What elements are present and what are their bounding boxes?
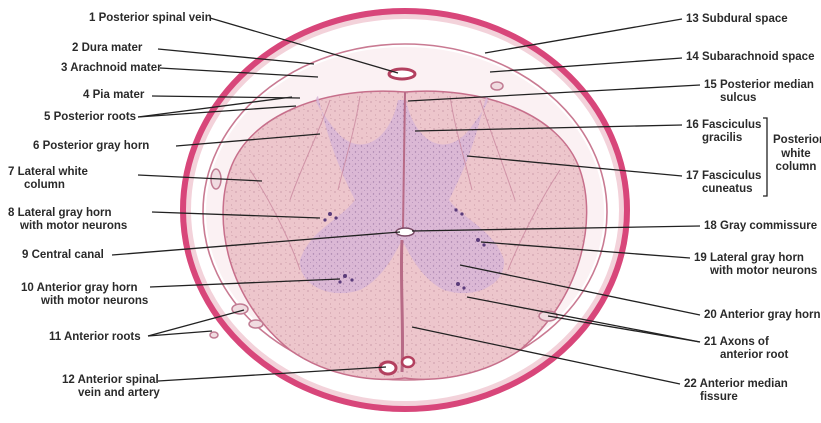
label-text: Anterior roots [64,331,141,343]
label-subarachnoid-space: 14 Subarachnoid space [686,51,814,64]
label-number: 15 [704,79,717,91]
label-text: Dura mater [82,42,143,54]
label-number: 17 [686,170,699,182]
label-text: Anterior gray horn [720,309,821,321]
label-posterior-roots: 5 Posterior roots [44,111,136,124]
label-text: Arachnoid mater [70,62,161,74]
label-number: 12 [62,374,75,386]
label-text: Lateral gray horn [710,252,804,264]
label-number: 8 [8,207,14,219]
label-number: 22 [684,378,697,390]
label-text-line2: sulcus [704,92,814,105]
label-number: 19 [694,252,707,264]
group-label-line2: white [773,148,819,162]
label-fasciculus-gracilis: 16 Fasciculus gracilis [686,119,761,145]
label-number: 11 [49,331,61,343]
label-anterior-gray-horn: 20 Anterior gray horn [704,309,821,322]
label-number: 16 [686,119,699,131]
label-central-canal: 9 Central canal [22,249,104,262]
label-text: Posterior median [720,79,814,91]
label-lateral-gray-horn-right: 19 Lateral gray horn with motor neurons [694,252,817,278]
posterior-spinal-vein [389,69,415,79]
label-anterior-spinal-vessels: 12 Anterior spinal vein and artery [62,374,160,400]
label-text: Posterior gray horn [43,140,150,152]
label-fasciculus-cuneatus: 17 Fasciculus cuneatus [686,170,761,196]
label-number: 4 [83,89,89,101]
label-text: Gray commissure [720,220,817,232]
label-number: 7 [8,166,14,178]
label-number: 14 [686,51,699,63]
label-anterior-median-fissure: 22 Anterior median fissure [684,378,788,404]
label-posterior-spinal-vein: 1 Posterior spinal vein [89,12,212,25]
spinal-cord-section [223,91,587,379]
label-dura-mater: 2 Dura mater [72,42,142,55]
label-text-line2: with motor neurons [21,295,148,308]
label-text: Central canal [32,249,104,261]
group-label-line3: column [773,161,819,175]
label-text: Anterior spinal [78,374,159,386]
label-text: Subarachnoid space [702,51,814,63]
label-arachnoid-mater: 3 Arachnoid mater [61,62,162,75]
label-pia-mater: 4 Pia mater [83,89,144,102]
label-posterior-white-column: Posterior white column [773,134,819,175]
label-anterior-gray-horn-motor: 10 Anterior gray horn with motor neurons [21,282,148,308]
label-number: 21 [704,336,717,348]
label-number: 5 [44,111,50,123]
label-lateral-white-column: 7 Lateral white column [8,166,88,192]
label-text-line2: with motor neurons [694,265,817,278]
label-text: Axons of [720,336,769,348]
label-lateral-gray-horn: 8 Lateral gray horn with motor neurons [8,207,127,233]
label-axons-anterior-root: 21 Axons of anterior root [704,336,788,362]
label-text-line2: anterior root [704,349,788,362]
label-posterior-gray-horn: 6 Posterior gray horn [33,140,149,153]
label-number: 9 [22,249,28,261]
label-anterior-roots: 11 Anterior roots [49,331,141,344]
label-text: Lateral white [18,166,88,178]
label-text: Anterior gray horn [37,282,138,294]
label-text: Posterior roots [54,111,136,123]
label-number: 2 [72,42,78,54]
group-label-line1: Posterior [773,134,819,148]
label-text-line2: column [8,179,88,192]
label-posterior-median-sulcus: 15 Posterior median sulcus [704,79,814,105]
label-text: Pia mater [93,89,145,101]
label-text: Anterior median [700,378,788,390]
label-number: 3 [61,62,67,74]
label-text-line2: gracilis [686,132,761,145]
label-text: Posterior spinal vein [99,12,212,24]
label-text: Lateral gray horn [18,207,112,219]
label-text: Fasciculus [702,119,761,131]
label-text-line2: vein and artery [62,387,160,400]
label-number: 13 [686,13,699,25]
label-number: 10 [21,282,34,294]
label-number: 6 [33,140,39,152]
label-number: 20 [704,309,717,321]
label-text: Fasciculus [702,170,761,182]
label-subdural-space: 13 Subdural space [686,13,788,26]
label-number: 1 [89,12,95,24]
label-number: 18 [704,220,717,232]
label-text: Subdural space [702,13,788,25]
label-text-line2: fissure [684,391,788,404]
label-text-line2: cuneatus [686,183,761,196]
label-text-line2: with motor neurons [8,220,127,233]
label-gray-commissure: 18 Gray commissure [704,220,817,233]
